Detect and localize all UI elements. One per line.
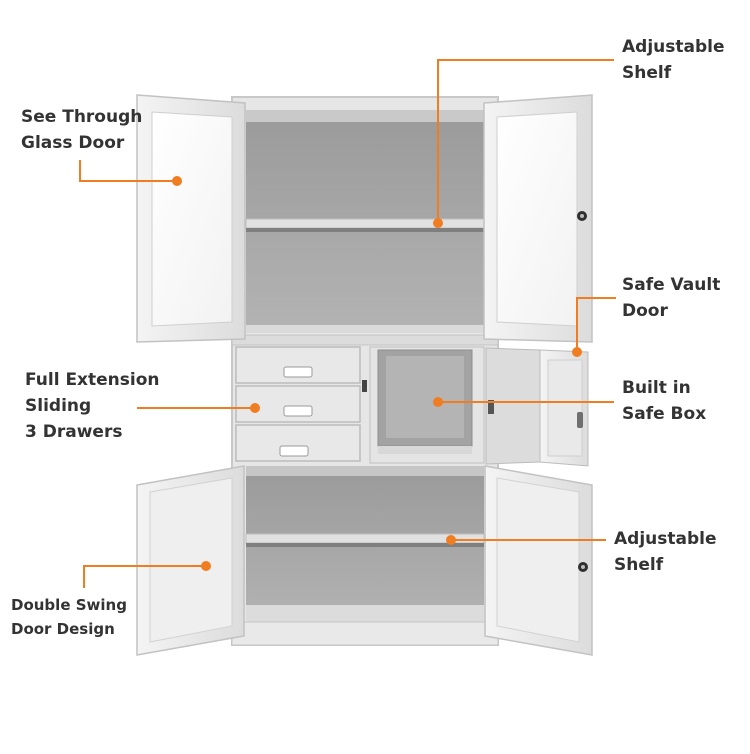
label-glass-door-line-1: See Through [21,107,143,127]
label-drawers-line-3: 3 Drawers [25,422,123,442]
label-safe-box-line-1: Built in [622,378,691,398]
label-safe-box-line-2: Safe Box [622,404,707,424]
drawer-handle-icon [279,445,309,457]
callout-dot-shelf-top [433,218,443,228]
callout-line-safe-door [576,297,616,352]
label-drawers-line-1: Full Extension [25,370,160,390]
label-swing-door-line-2: Door Design [11,620,115,638]
drawer-stack [235,346,367,462]
safe-box [369,346,485,464]
label-safe-door: Safe Vault Door [622,272,720,324]
callout-dot-safe-box [433,397,443,407]
label-safe-door-line-2: Door [622,301,668,321]
label-glass-door: See Through Glass Door [21,104,142,156]
callout-dot-glass-door [172,176,182,186]
drawer-handle-icon [283,366,313,378]
right-swing-door [484,465,593,656]
callout-dot-swing-door [201,561,211,571]
safe-vault-door [485,347,589,467]
right-glass-door [483,94,593,343]
callout-line-swing-door [83,565,205,588]
label-drawers: Full Extension Sliding 3 Drawers [25,367,160,445]
label-shelf-top-line-2: Shelf [622,63,672,83]
upper-adjustable-shelf [245,218,485,229]
label-shelf-bottom-line-1: Adjustable [614,529,717,549]
label-shelf-bottom: Adjustable Shelf [614,526,717,578]
cabinet-body [231,96,499,646]
label-swing-door-line-1: Double Swing [11,596,127,614]
label-safe-door-line-1: Safe Vault [622,275,721,295]
callout-dot-drawers [250,403,260,413]
label-shelf-top: Adjustable Shelf [622,34,725,86]
callout-line-shelf-top [437,59,614,223]
label-swing-door: Double Swing Door Design [11,593,127,641]
safe-handle-icon [577,412,583,428]
callout-dot-safe-door [572,347,582,357]
callout-dot-shelf-bottom [446,535,456,545]
label-drawers-line-2: Sliding [25,396,92,416]
callout-line-glass-door [79,160,176,182]
label-shelf-bottom-line-2: Shelf [614,555,664,575]
drawer-handle-icon [283,405,313,417]
drawer-1 [235,346,361,384]
label-shelf-top-line-1: Adjustable [622,37,725,57]
left-swing-door [136,465,245,656]
label-safe-box: Built in Safe Box [622,375,706,427]
label-glass-door-line-2: Glass Door [21,133,125,153]
callouts [79,59,616,588]
left-glass-door [136,94,246,343]
